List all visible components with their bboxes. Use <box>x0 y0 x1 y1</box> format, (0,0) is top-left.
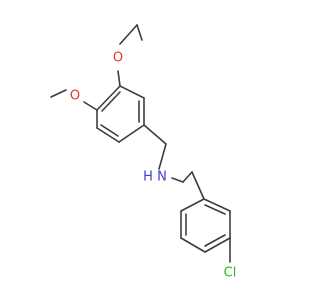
ring1-bond-d-e <box>96 127 120 143</box>
bond-ethyl-ch2-o <box>119 24 138 45</box>
ring1-bond-a-b <box>119 85 145 99</box>
bond-ch2-n <box>158 143 167 170</box>
ring1-bond-f-a <box>96 85 121 111</box>
molecule-structure: O O H N Cl <box>50 24 237 281</box>
atom-label-nitrogen-amine: N <box>157 170 167 185</box>
ring2-bond-r-s <box>204 237 231 253</box>
ring1-bond-f-a-inner <box>101 91 121 112</box>
ring2-bond-p-q-inner <box>204 204 226 215</box>
atom-label-hydrogen-amine: H <box>143 170 153 185</box>
ring2-bond-u-p <box>180 198 205 212</box>
ring2-bond-r-s-inner <box>204 234 226 247</box>
bond-ethyl-ch3-ch2 <box>136 24 143 41</box>
bond-oethoxy-ring <box>117 70 121 87</box>
ring1-bond-c-d <box>118 124 145 143</box>
bond-ring1-ch2 <box>143 124 167 145</box>
atom-label-oxygen-ethoxy: O <box>113 51 123 66</box>
bond-omethoxy-ring <box>83 101 98 111</box>
bond-methyl-o <box>50 89 67 98</box>
atom-label-oxygen-methoxy: O <box>70 89 80 104</box>
ring1-bond-d-e-inner <box>100 124 119 137</box>
atom-label-chlorine: Cl <box>224 266 237 281</box>
ring2-bond-p-q <box>203 198 231 212</box>
bond-n-ch2 <box>182 171 193 183</box>
ring2-bond-s-t <box>180 237 206 253</box>
bond-ch2-ch2 <box>191 171 205 200</box>
bond-n-ch2b <box>171 177 184 183</box>
